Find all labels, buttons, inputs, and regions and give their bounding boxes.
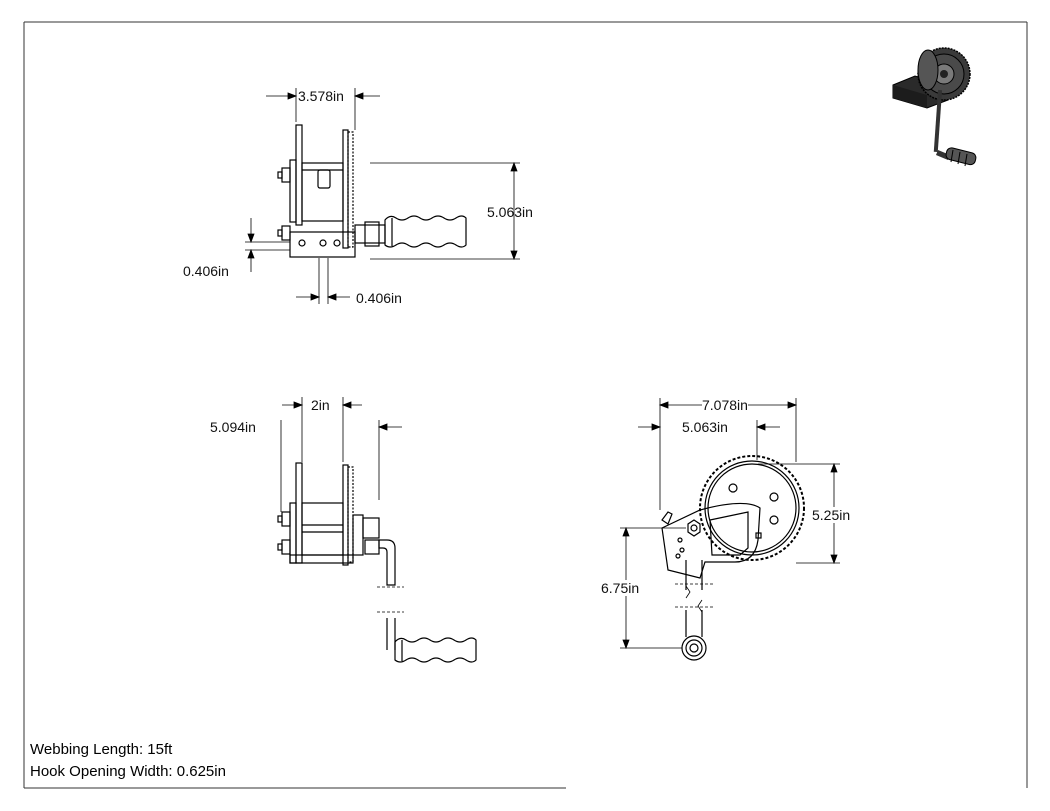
dim-front-width: 7.078in: [702, 397, 748, 413]
top-view-dimensions: [245, 88, 520, 304]
sheet-border: [23, 21, 1028, 789]
hook-opening-note: Hook Opening Width: 0.625in: [30, 763, 226, 780]
dim-front-handle: 6.75in: [601, 580, 640, 596]
front-view: [661, 455, 805, 661]
front-view-break-marks: [685, 585, 703, 613]
dim-top-height: 5.063in: [487, 204, 533, 220]
side-view-breaks: [377, 586, 404, 613]
side-view-dimensions: [280, 397, 402, 512]
isometric-view: [892, 47, 977, 167]
webbing-length-note: Webbing Length: 15ft: [30, 741, 173, 758]
front-view-dimensions: [620, 398, 840, 650]
dim-top-width: 3.578in: [298, 88, 344, 104]
dim-side-offset: 5.094in: [210, 419, 256, 435]
front-view-breaks: [675, 583, 715, 608]
top-view: [277, 124, 467, 258]
side-view: [277, 462, 477, 663]
spec-notes: Webbing Length: 15ft Hook Opening Width:…: [30, 739, 226, 783]
dim-side-width: 2in: [311, 397, 330, 413]
dim-front-height: 5.25in: [812, 507, 851, 523]
dim-top-small-vertical: 0.406in: [183, 263, 229, 279]
dim-top-small-horizontal: 0.406in: [356, 290, 402, 306]
dim-front-inner: 5.063in: [682, 419, 728, 435]
